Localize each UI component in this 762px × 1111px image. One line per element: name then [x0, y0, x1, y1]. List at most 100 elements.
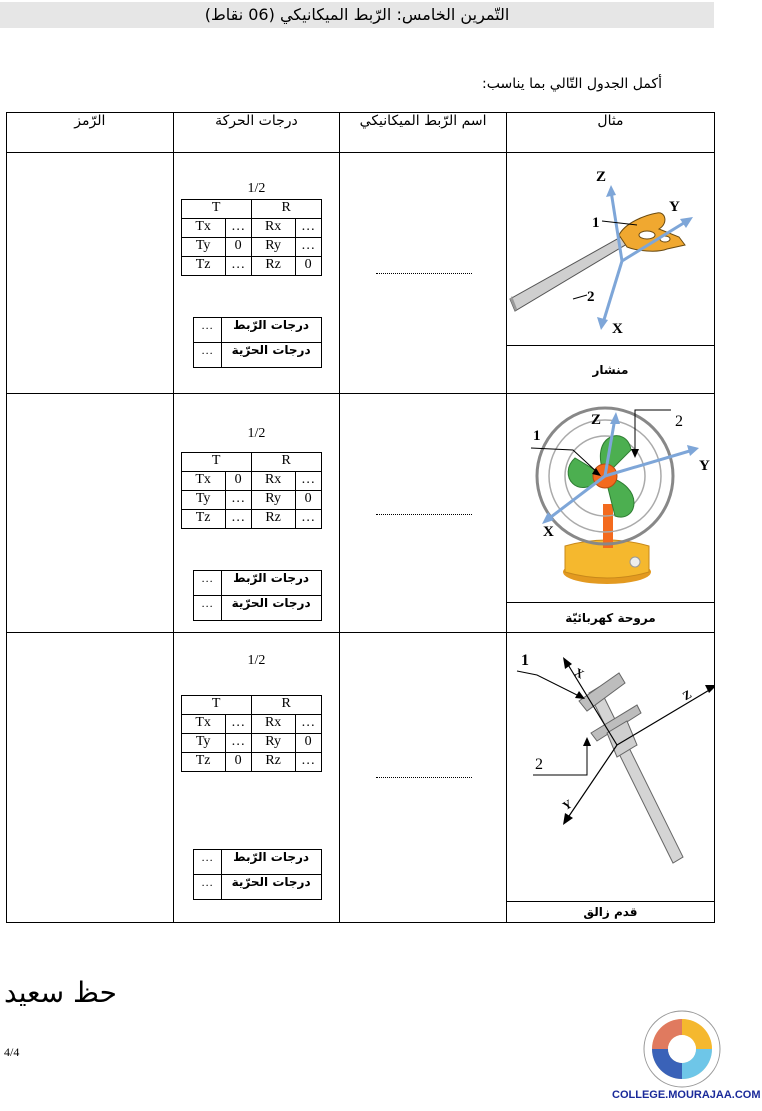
- y-axis-label: Y: [699, 458, 710, 474]
- tr-label: Tz: [180, 509, 226, 529]
- saw-tip: [509, 296, 517, 311]
- count-label: درجات الرّبط: [220, 317, 322, 343]
- tr-label: Ry: [250, 733, 296, 753]
- fraction-label: 1/2: [247, 653, 266, 668]
- tr-value[interactable]: …: [224, 218, 252, 238]
- answer-dots[interactable]: [376, 777, 473, 778]
- name-cell[interactable]: [339, 393, 507, 633]
- tr-value[interactable]: 0: [224, 752, 252, 772]
- exercise-title: التّمرين الخامس: الرّبط الميكانيكي (06 ن…: [0, 2, 714, 28]
- saw-illustration: Z Y X 1 2: [507, 153, 714, 345]
- tr-value[interactable]: …: [224, 733, 252, 753]
- tr-value[interactable]: 0: [294, 490, 322, 510]
- part-2-label: 2: [587, 289, 595, 305]
- leader-arrow: [630, 449, 639, 458]
- header-symbol: الرّمز: [6, 112, 174, 153]
- tr-label: Ty: [180, 733, 226, 753]
- leader-arrow: [574, 691, 585, 699]
- tr-label: Rx: [250, 471, 296, 491]
- tr-label: Ry: [250, 237, 296, 257]
- tr-label: Rx: [250, 218, 296, 238]
- x-axis-label: X: [572, 665, 587, 682]
- tr-value[interactable]: …: [294, 714, 322, 734]
- logo-ring: [643, 1010, 721, 1088]
- saw-blade: [509, 232, 633, 312]
- part-2-label: 2: [675, 413, 683, 430]
- name-cell[interactable]: [339, 632, 507, 923]
- count-table: درجات الرّبط… درجات الحرّية…: [192, 849, 322, 900]
- answer-dots[interactable]: [376, 514, 473, 515]
- logo-center: [668, 1035, 696, 1063]
- count-value[interactable]: …: [192, 874, 222, 900]
- part-2-label: 2: [535, 756, 543, 773]
- count-value[interactable]: …: [192, 849, 222, 875]
- logo-text: COLLEGE.MOURAJAA.COM: [612, 1089, 761, 1101]
- fan-base: [564, 539, 650, 579]
- tr-value[interactable]: …: [224, 256, 252, 276]
- tr-value[interactable]: 0: [224, 471, 252, 491]
- name-cell[interactable]: [339, 152, 507, 394]
- instruction-text: أكمل الجدول التّالي بما يناسب:: [482, 76, 662, 92]
- tr-value[interactable]: …: [224, 509, 252, 529]
- fraction-label: 1/2: [247, 181, 266, 196]
- tr-value[interactable]: …: [294, 218, 322, 238]
- good-luck-text: حظ سعيد: [4, 976, 117, 1009]
- tr-label: Rz: [250, 509, 296, 529]
- axes: [541, 412, 699, 524]
- linkage-table: الرّمز درجات الحركة اسم الرّبط الميكانيك…: [6, 112, 717, 923]
- tr-value[interactable]: 0: [294, 256, 322, 276]
- logo-segment: [682, 1049, 712, 1079]
- leader-line: [634, 409, 671, 452]
- t-head: T: [180, 695, 252, 715]
- caliper-illustration: X Z Y 1 2: [507, 633, 717, 901]
- tr-value[interactable]: …: [224, 490, 252, 510]
- tr-label: Tz: [180, 256, 226, 276]
- tr-value[interactable]: …: [294, 509, 322, 529]
- symbol-cell[interactable]: [6, 152, 174, 394]
- tr-label: Rz: [250, 752, 296, 772]
- r-head: R: [250, 452, 322, 472]
- count-value[interactable]: …: [192, 342, 222, 368]
- z-axis-label: Z: [591, 412, 601, 428]
- fan-knob: [629, 556, 641, 568]
- count-label: درجات الحرّية: [220, 595, 322, 621]
- count-value[interactable]: …: [192, 570, 222, 596]
- axes: [596, 185, 693, 330]
- count-value[interactable]: …: [192, 595, 222, 621]
- count-label: درجات الحرّية: [220, 342, 322, 368]
- symbol-cell[interactable]: [6, 393, 174, 633]
- tr-value[interactable]: 0: [224, 237, 252, 257]
- tr-label: Tx: [180, 471, 226, 491]
- answer-dots[interactable]: [376, 273, 473, 274]
- fan-blade: [604, 475, 635, 518]
- count-label: درجات الرّبط: [220, 570, 322, 596]
- axes: [562, 657, 717, 825]
- part-1-label: 1: [592, 215, 600, 231]
- fan-guard-ring: [564, 435, 646, 517]
- header-dof: درجات الحركة: [172, 112, 341, 153]
- leader-arrow: [591, 468, 601, 476]
- count-value[interactable]: …: [192, 317, 222, 343]
- tr-value[interactable]: …: [294, 237, 322, 257]
- tr-value[interactable]: …: [294, 752, 322, 772]
- part-1-label: 1: [533, 428, 541, 444]
- tr-value[interactable]: 0: [294, 733, 322, 753]
- count-table: درجات الرّبط… درجات الحرّية…: [192, 570, 322, 621]
- z-axis-label: Z: [596, 169, 606, 185]
- caliper-slider: [590, 704, 642, 742]
- symbol-cell[interactable]: [6, 632, 174, 923]
- leader-line: [532, 743, 588, 776]
- t-head: T: [180, 199, 252, 219]
- logo-segment: [652, 1019, 682, 1049]
- leader-line: [601, 220, 638, 226]
- example-caption: مروحة كهربائيّة: [506, 602, 714, 632]
- leader-arrow: [582, 737, 591, 746]
- tr-value[interactable]: …: [294, 471, 322, 491]
- tr-value[interactable]: …: [224, 714, 252, 734]
- y-axis-label: Y: [669, 199, 680, 215]
- tr-label: Ty: [180, 237, 226, 257]
